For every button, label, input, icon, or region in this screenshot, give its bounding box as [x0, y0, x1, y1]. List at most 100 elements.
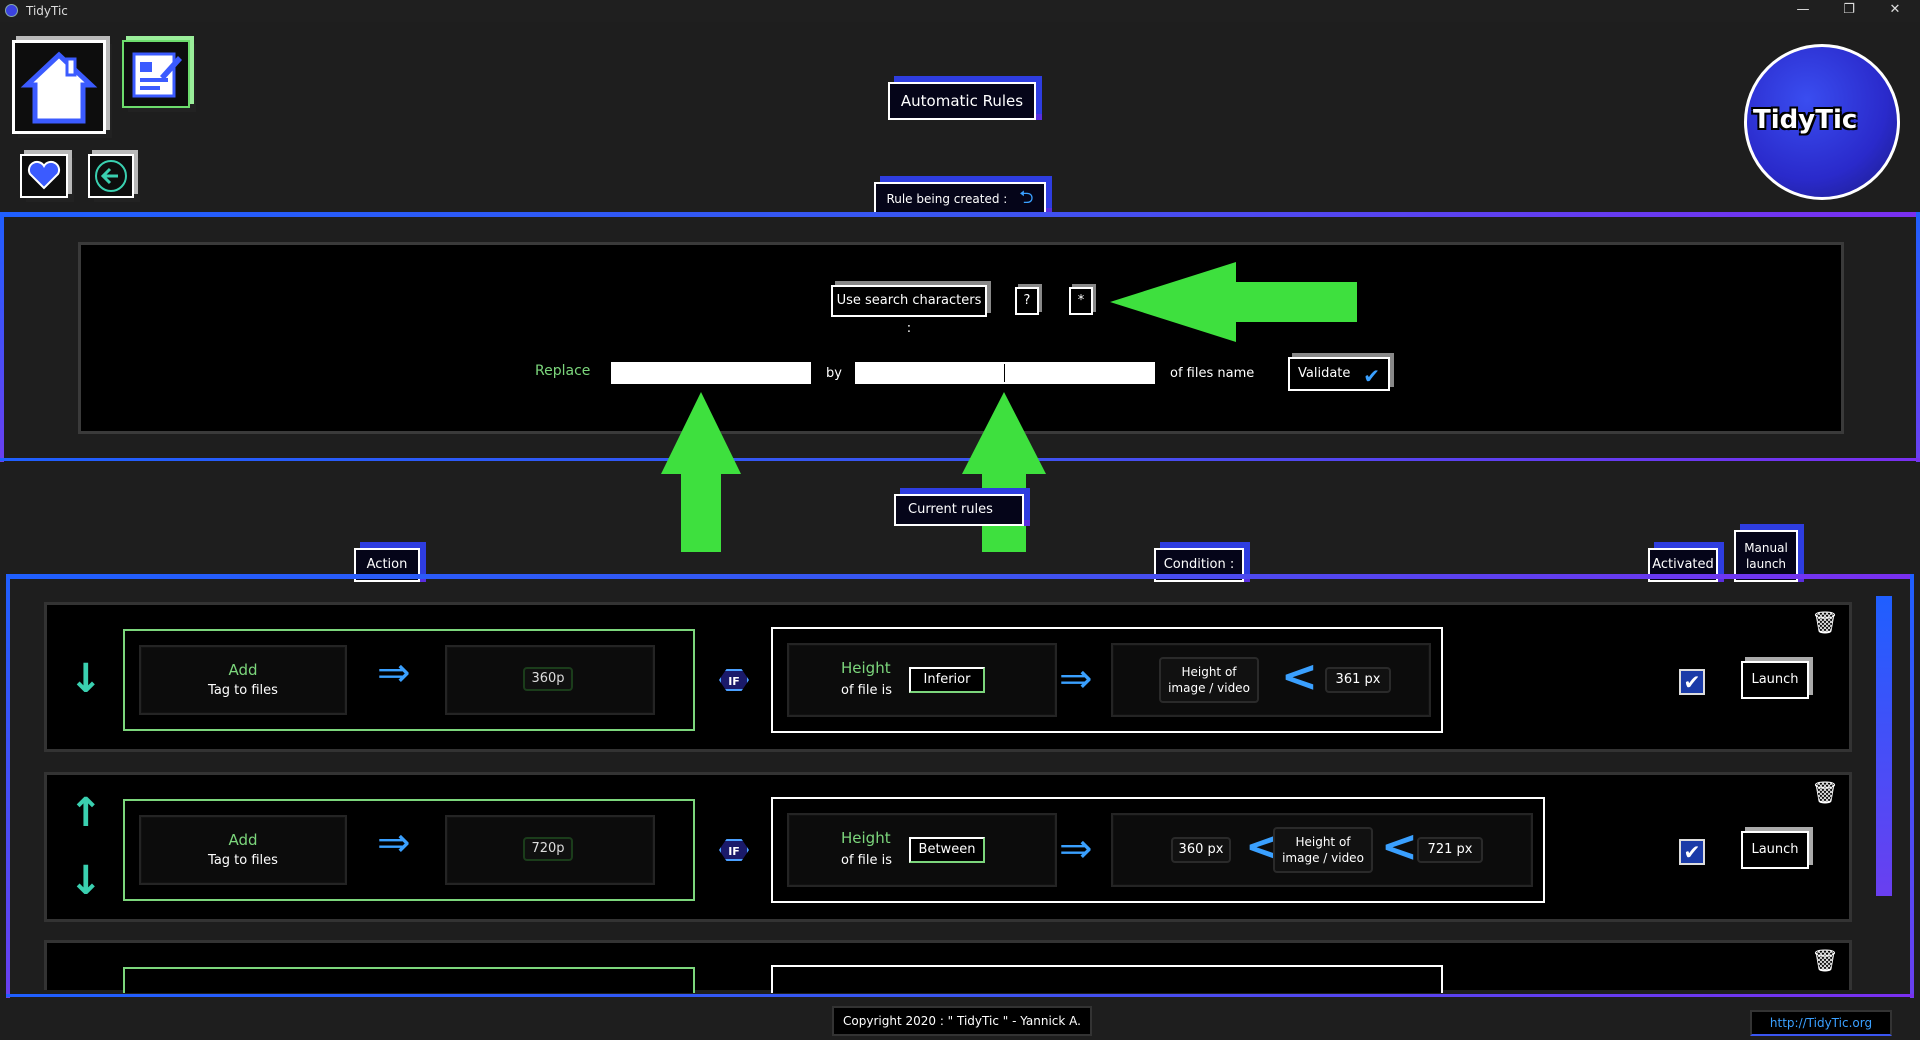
- heart-icon: [27, 160, 61, 190]
- website-link[interactable]: http://TidyTic.org: [1750, 1010, 1892, 1036]
- condition-value-box: Height of image / video < 361 px: [1111, 643, 1431, 717]
- rule-being-created-tab: Rule being created : ⮌: [874, 182, 1046, 214]
- action-label: Add: [228, 831, 258, 849]
- subject-pill: Height of image / video: [1273, 827, 1373, 873]
- validate-button[interactable]: Validate ✔: [1288, 357, 1390, 391]
- action-sub-label: Tag to files: [208, 853, 278, 868]
- rules-scrollbar[interactable]: [1876, 596, 1892, 896]
- action-type-box: Add Tag to files: [139, 645, 347, 715]
- home-button[interactable]: [12, 40, 106, 134]
- logo-text: TidyTic: [1753, 105, 1858, 135]
- validate-label: Validate: [1298, 366, 1351, 381]
- if-badge: IF: [719, 839, 749, 861]
- minimize-button[interactable]: —: [1796, 2, 1810, 17]
- text-cursor: [1004, 364, 1005, 382]
- operator-pill[interactable]: Between: [909, 837, 985, 863]
- char-star-button[interactable]: *: [1069, 287, 1093, 315]
- replace-label: Replace: [535, 363, 591, 379]
- favorites-button[interactable]: [20, 154, 68, 198]
- action-type-box: Add Tag to files: [139, 815, 347, 885]
- condition-sub-label: of file is: [841, 853, 892, 868]
- condition-title: Height: [841, 829, 891, 847]
- rule-creator-panel: Use search characters : ? * Replace by o…: [78, 242, 1844, 434]
- close-button[interactable]: ✕: [1889, 2, 1901, 17]
- right-value-pill: 361 px: [1325, 667, 1391, 693]
- char-question-button[interactable]: ?: [1015, 287, 1039, 315]
- use-search-characters-button[interactable]: Use search characters :: [831, 285, 987, 336]
- rules-panel-right-edge: [1910, 574, 1914, 998]
- rule-condition-box[interactable]: [771, 965, 1443, 993]
- checkmark-icon: ✔: [1363, 364, 1380, 388]
- rule-condition-box[interactable]: Height of file is Inferior ⇒ Height of i…: [771, 627, 1443, 733]
- home-icon: [20, 51, 98, 124]
- arrow-left-icon: [95, 160, 127, 192]
- creator-panel-left-edge: [0, 212, 4, 462]
- trash-icon[interactable]: 🗑: [1811, 949, 1839, 974]
- tag-pill: 720p: [523, 837, 573, 861]
- by-label: by: [826, 366, 842, 381]
- arrow-right-icon: ⇒: [377, 650, 411, 696]
- rule-being-created-label: Rule being created :: [886, 192, 1008, 206]
- chevron-less-than-icon: <: [1381, 821, 1418, 872]
- trash-icon[interactable]: 🗑: [1811, 781, 1839, 806]
- creator-panel-right-edge: [1916, 212, 1920, 462]
- current-rules-tab: Current rules: [894, 494, 1024, 526]
- rule-action-box[interactable]: Add Tag to files ⇒ 720p: [123, 799, 695, 901]
- maximize-button[interactable]: ❐: [1843, 2, 1855, 17]
- launch-button[interactable]: Launch: [1741, 831, 1809, 869]
- condition-type-box: Height of file is Between: [787, 813, 1057, 887]
- chevron-less-than-icon: <: [1281, 651, 1318, 702]
- document-edit-icon: [132, 52, 182, 98]
- creator-panel-topline: [0, 212, 1920, 217]
- undo-icon[interactable]: ⮌: [1019, 187, 1034, 208]
- copyright-text: Copyright 2020 : " TidyTic " - Yannick A…: [832, 1006, 1092, 1036]
- rule-row-1: ↓ Add Tag to files ⇒ 360p IF Height of f…: [44, 602, 1852, 752]
- tag-value-box: 720p: [445, 815, 655, 885]
- left-value-pill: 360 px: [1171, 837, 1231, 863]
- tag-value-box: 360p: [445, 645, 655, 715]
- annotation-arrow-left-shaft: [1234, 282, 1357, 322]
- right-value-pill: 721 px: [1417, 837, 1483, 863]
- action-sub-label: Tag to files: [208, 683, 278, 698]
- rules-panel-left-edge: [6, 574, 10, 998]
- trash-icon[interactable]: 🗑: [1811, 611, 1839, 636]
- window-titlebar: TidyTic — ❐ ✕: [0, 0, 1920, 22]
- rule-action-box[interactable]: Add Tag to files ⇒ 360p: [123, 629, 695, 731]
- edit-rules-button[interactable]: [122, 40, 190, 108]
- condition-title: Height: [841, 659, 891, 677]
- creator-panel-bottomline: [0, 458, 1920, 461]
- move-down-icon[interactable]: ↓: [69, 656, 103, 702]
- back-button[interactable]: [88, 154, 134, 198]
- replace-input[interactable]: [611, 362, 811, 384]
- arrow-right-icon: ⇒: [377, 820, 411, 866]
- rules-panel-bottomline: [6, 994, 1914, 997]
- rule-row-2: ↑ ↓ Add Tag to files ⇒ 720p IF Height of…: [44, 772, 1852, 922]
- rules-panel-topline: [6, 574, 1914, 579]
- app-icon: [5, 4, 18, 17]
- rule-row-3: 🗑: [44, 940, 1852, 993]
- move-down-icon[interactable]: ↓: [69, 858, 103, 904]
- of-files-name-label: of files name: [1170, 366, 1255, 381]
- activated-checkbox[interactable]: ✔: [1679, 669, 1705, 695]
- condition-sub-label: of file is: [841, 683, 892, 698]
- operator-pill[interactable]: Inferior: [909, 667, 985, 693]
- tidytic-logo: TidyTic: [1744, 44, 1900, 200]
- activated-checkbox[interactable]: ✔: [1679, 839, 1705, 865]
- arrow-right-icon: ⇒: [1059, 656, 1093, 702]
- tag-pill: 360p: [523, 667, 573, 691]
- subject-pill: Height of image / video: [1159, 657, 1259, 703]
- launch-button[interactable]: Launch: [1741, 661, 1809, 699]
- window-title: TidyTic: [26, 4, 68, 18]
- arrow-right-icon: ⇒: [1059, 826, 1093, 872]
- move-up-icon[interactable]: ↑: [69, 790, 103, 836]
- rule-condition-box[interactable]: Height of file is Between ⇒ 360 px < Hei…: [771, 797, 1545, 903]
- manual-launch-column-header: Manual launch: [1734, 530, 1798, 582]
- action-label: Add: [228, 661, 258, 679]
- rule-action-box[interactable]: [123, 967, 695, 993]
- annotation-arrow-up1-shaft: [681, 472, 721, 552]
- page-title: Automatic Rules: [888, 82, 1036, 120]
- condition-type-box: Height of file is Inferior: [787, 643, 1057, 717]
- if-badge: IF: [719, 669, 749, 691]
- condition-value-box: 360 px < Height of image / video < 721 p…: [1111, 813, 1533, 887]
- by-input[interactable]: [855, 362, 1155, 384]
